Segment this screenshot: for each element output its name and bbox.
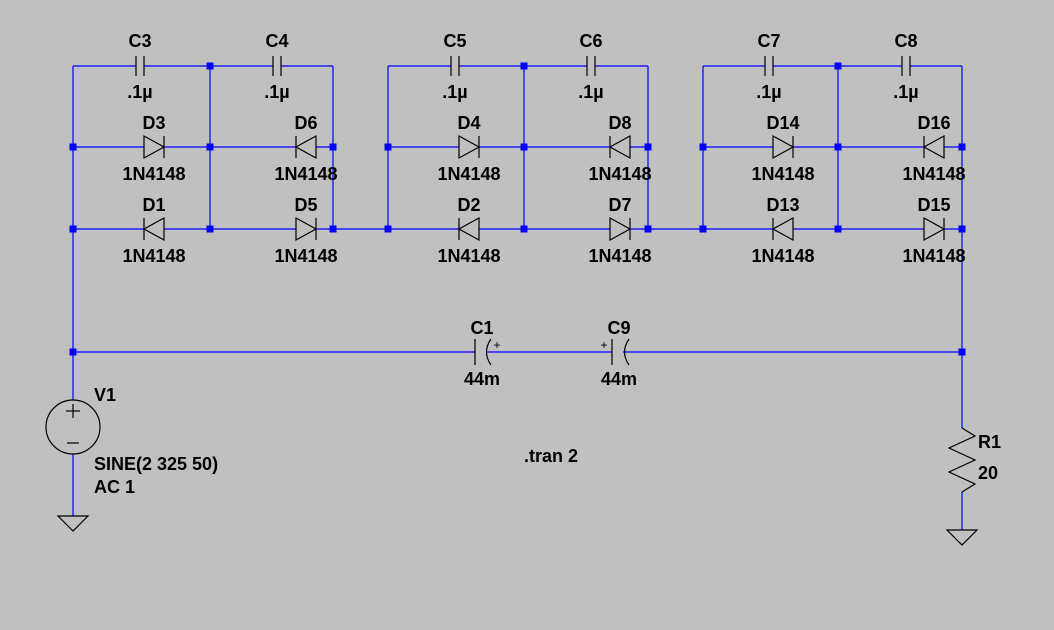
components: ++: [45, 56, 979, 546]
capacitor-c4[interactable]: [272, 56, 282, 76]
diode-name-label: D4: [457, 113, 480, 133]
diode-d3[interactable]: [143, 134, 166, 160]
diode-name-label: D15: [917, 195, 950, 215]
diode-model-label: 1N4148: [902, 246, 965, 266]
resistor-name-label: R1: [978, 432, 1001, 452]
source-ac-label: AC 1: [94, 477, 135, 497]
capacitor-value-label: .1µ: [893, 82, 918, 102]
capacitor-c6[interactable]: [586, 56, 596, 76]
junction-dot: [958, 348, 966, 356]
diode-model-label: 1N4148: [588, 164, 651, 184]
capacitor-name-label: C8: [894, 31, 917, 51]
diode-name-label: D1: [142, 195, 165, 215]
junction-dot: [520, 143, 528, 151]
source-name-label: V1: [94, 385, 116, 405]
resistor-value-label: 20: [978, 463, 998, 483]
capacitor-name-label: C7: [757, 31, 780, 51]
capacitor-c7[interactable]: [764, 56, 774, 76]
diode-name-label: D16: [917, 113, 950, 133]
capacitor-c8[interactable]: [901, 56, 911, 76]
capacitor-value-label: .1µ: [264, 82, 289, 102]
source-value-label: SINE(2 325 50): [94, 454, 218, 474]
diode-name-label: D5: [294, 195, 317, 215]
diode-model-label: 1N4148: [751, 246, 814, 266]
junction-dot: [69, 143, 77, 151]
diode-model-label: 1N4148: [902, 164, 965, 184]
junction-dot: [69, 225, 77, 233]
capacitor-c9[interactable]: +: [600, 338, 630, 366]
ground-symbol: [56, 515, 90, 532]
diode-d16[interactable]: [922, 134, 945, 160]
diode-model-label: 1N4148: [437, 246, 500, 266]
capacitor-value-label: .1µ: [442, 82, 467, 102]
capacitor-name-label: C3: [128, 31, 151, 51]
diode-model-label: 1N4148: [274, 164, 337, 184]
junction-dot: [69, 348, 77, 356]
svg-text:+: +: [493, 338, 500, 352]
svg-text:+: +: [600, 338, 607, 352]
capacitor-name-label: C5: [443, 31, 466, 51]
junction-dot: [206, 225, 214, 233]
diode-d7[interactable]: [609, 216, 632, 242]
diode-name-label: D14: [766, 113, 799, 133]
resistor-r1[interactable]: [947, 427, 977, 493]
diode-d6[interactable]: [294, 134, 317, 160]
capacitor-value-label: .1µ: [756, 82, 781, 102]
junction-dot: [384, 225, 392, 233]
diode-d2[interactable]: [457, 216, 480, 242]
diode-name-label: D8: [608, 113, 631, 133]
junction-dot: [329, 225, 337, 233]
capacitor-value-label: 44m: [464, 369, 500, 389]
junction-dot: [644, 143, 652, 151]
labels: C3.1µC4.1µD31N4148D61N4148D11N4148D51N41…: [94, 31, 1001, 497]
diode-d4[interactable]: [458, 134, 481, 160]
junction-dot: [384, 143, 392, 151]
capacitor-name-label: C9: [607, 318, 630, 338]
diode-d5[interactable]: [295, 216, 318, 242]
diode-name-label: D2: [457, 195, 480, 215]
junction-dot: [834, 143, 842, 151]
junction-dot: [699, 143, 707, 151]
junction-dot: [834, 225, 842, 233]
junction-dot: [958, 225, 966, 233]
capacitor-name-label: C1: [470, 318, 493, 338]
junction-dot: [520, 62, 528, 70]
ground-symbol: [945, 529, 979, 546]
capacitor-name-label: C4: [265, 31, 288, 51]
capacitor-c3[interactable]: [135, 56, 145, 76]
junction-dot: [834, 62, 842, 70]
capacitor-name-label: C6: [579, 31, 602, 51]
junction-dot: [206, 143, 214, 151]
diode-name-label: D13: [766, 195, 799, 215]
junction-dot: [699, 225, 707, 233]
diode-d15[interactable]: [923, 216, 946, 242]
diode-model-label: 1N4148: [437, 164, 500, 184]
diode-model-label: 1N4148: [751, 164, 814, 184]
diode-name-label: D3: [142, 113, 165, 133]
junction-dot: [206, 62, 214, 70]
diode-d1[interactable]: [142, 216, 165, 242]
capacitor-value-label: 44m: [601, 369, 637, 389]
junction-dot: [329, 143, 337, 151]
capacitor-value-label: .1µ: [578, 82, 603, 102]
diode-model-label: 1N4148: [122, 164, 185, 184]
junctions: [69, 62, 966, 356]
junction-dot: [520, 225, 528, 233]
voltage-source-v1[interactable]: [45, 399, 101, 455]
diode-name-label: D6: [294, 113, 317, 133]
capacitor-value-label: .1µ: [127, 82, 152, 102]
capacitor-c1[interactable]: +: [474, 338, 501, 366]
diode-model-label: 1N4148: [274, 246, 337, 266]
junction-dot: [644, 225, 652, 233]
capacitor-c5[interactable]: [450, 56, 460, 76]
diode-name-label: D7: [608, 195, 631, 215]
diode-d13[interactable]: [771, 216, 794, 242]
spice-directive: .tran 2: [524, 446, 578, 466]
diode-model-label: 1N4148: [122, 246, 185, 266]
diode-d8[interactable]: [608, 134, 631, 160]
junction-dot: [958, 143, 966, 151]
diode-model-label: 1N4148: [588, 246, 651, 266]
diode-d14[interactable]: [772, 134, 795, 160]
